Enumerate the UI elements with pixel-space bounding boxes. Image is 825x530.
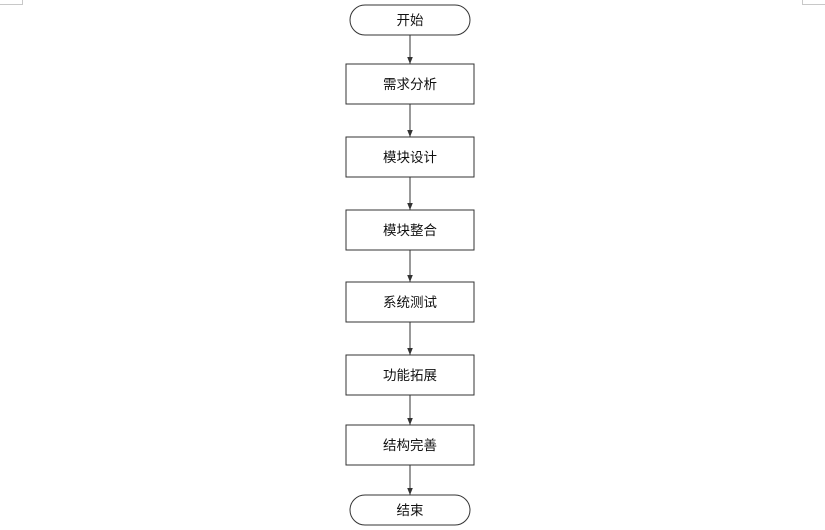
terminal-label: 结束 (397, 503, 424, 519)
process-label: 结构完善 (383, 438, 437, 454)
page-corner-mark-left (0, 0, 23, 5)
process-step-6: 结构完善 (345, 424, 475, 466)
start-node: 开始 (349, 4, 471, 36)
page-corner-mark-right (802, 0, 825, 5)
terminal-shape (349, 494, 471, 526)
process-label: 功能拓展 (383, 368, 437, 384)
process-step-3: 模块整合 (345, 209, 475, 251)
end-node: 结束 (349, 494, 471, 526)
process-step-5: 功能拓展 (345, 354, 475, 396)
process-step-1: 需求分析 (345, 63, 475, 105)
process-box (345, 281, 475, 323)
process-box (345, 63, 475, 105)
terminal-label: 开始 (397, 13, 424, 29)
process-box (345, 424, 475, 466)
process-step-4: 系统测试 (345, 281, 475, 323)
process-box (345, 209, 475, 251)
process-box (345, 354, 475, 396)
terminal-shape (349, 4, 471, 36)
process-label: 需求分析 (383, 77, 437, 93)
process-box (345, 136, 475, 178)
process-step-2: 模块设计 (345, 136, 475, 178)
process-label: 系统测试 (383, 295, 437, 311)
process-label: 模块整合 (383, 223, 437, 239)
process-label: 模块设计 (383, 150, 437, 166)
